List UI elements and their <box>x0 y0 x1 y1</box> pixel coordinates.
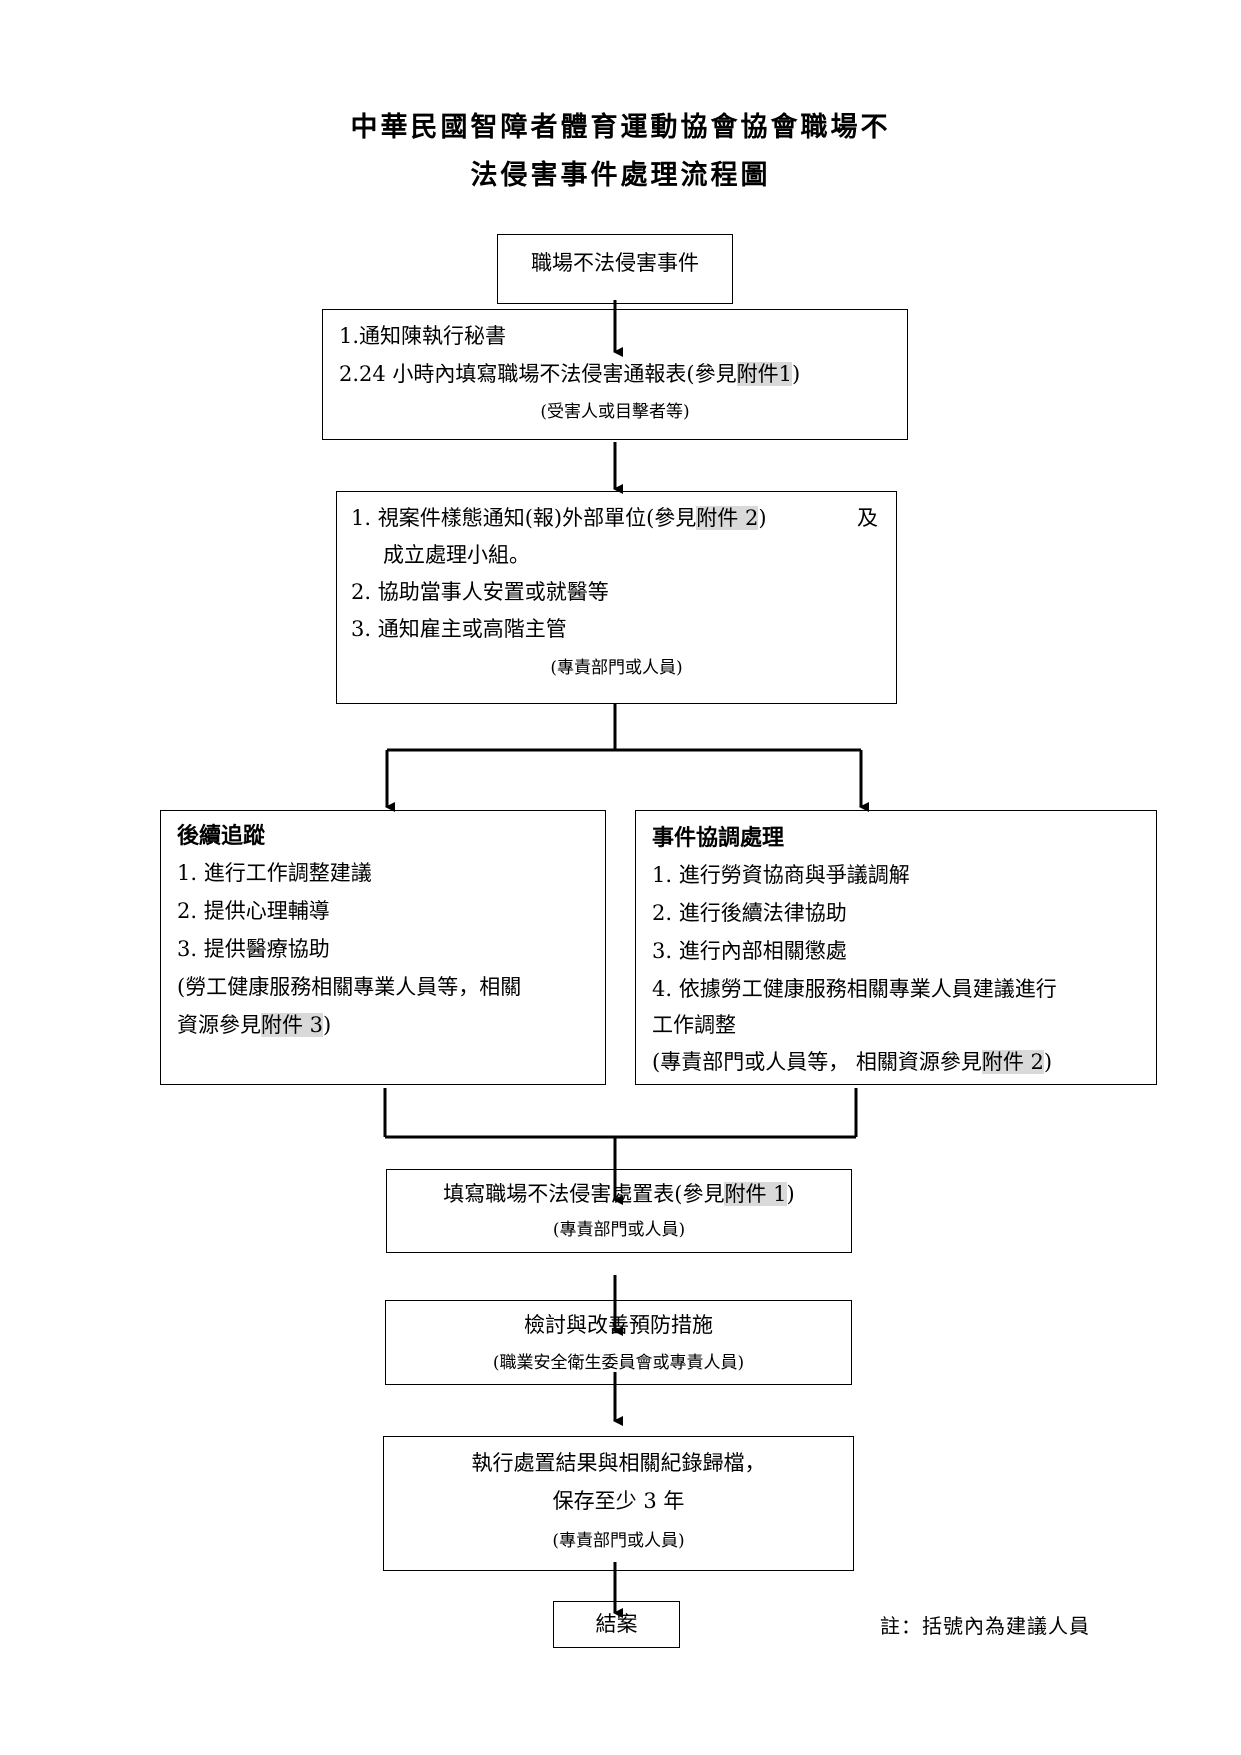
notify-item-1-tail: 及 <box>857 506 878 530</box>
box-notify: 1. 視案件樣態通知(報)外部單位(參見附件 2) 及 成立處理小組。 2. 協… <box>336 491 897 704</box>
coordinate-item-3: 3. 進行內部相關懲處 <box>652 939 847 963</box>
form-note: (專責部門或人員) <box>552 1220 686 1240</box>
coordinate-item-1: 1. 進行勞資協商與爭議調解 <box>652 863 910 887</box>
notify-item-3: 3. 通知雇主或高階主管 <box>351 617 567 641</box>
archive-line-2: 保存至少 3 年 <box>552 1489 685 1513</box>
box-start: 職場不法侵害事件 <box>497 234 733 304</box>
box-form: 填寫職場不法侵害處置表(參見附件 1) (專責部門或人員) <box>386 1169 852 1253</box>
report-item-2: 2.24 小時內填寫職場不法侵害通報表(參見附件1) <box>339 362 801 386</box>
coordinate-item-4: 4. 依據勞工健康服務相關專業人員建議進行 <box>652 977 1057 1001</box>
coordinate-note: (專責部門或人員等， 相關資源參見附件 2) <box>652 1050 1053 1074</box>
attachment-ref: 附件 2 <box>981 1050 1044 1074</box>
page-title-line2: 法侵害事件處理流程圖 <box>470 160 771 191</box>
followup-heading: 後續追蹤 <box>177 824 266 849</box>
attachment-ref: 附件 3 <box>261 1013 324 1037</box>
notify-item-1-cont: 成立處理小組。 <box>383 543 530 567</box>
followup-item-2: 2. 提供心理輔導 <box>177 899 330 923</box>
coordinate-heading: 事件協調處理 <box>652 826 785 851</box>
box-end: 結案 <box>553 1601 680 1648</box>
attachment-ref: 附件 1 <box>724 1182 787 1206</box>
coordinate-item-2: 2. 進行後續法律協助 <box>652 901 847 925</box>
followup-note-1: (勞工健康服務相關專業人員等，相關 <box>177 975 522 999</box>
page-title-line1: 中華民國智障者體育運動協會協會職場不 <box>350 112 891 143</box>
box-coordinate: 事件協調處理 1. 進行勞資協商與爭議調解 2. 進行後續法律協助 3. 進行內… <box>635 810 1157 1085</box>
box-start-label: 職場不法侵害事件 <box>531 251 699 275</box>
box-followup: 後續追蹤 1. 進行工作調整建議 2. 提供心理輔導 3. 提供醫療協助 (勞工… <box>160 810 606 1085</box>
attachment-ref: 附件1 <box>736 362 792 386</box>
archive-line-1: 執行處置結果與相關紀錄歸檔， <box>471 1451 766 1475</box>
coordinate-item-4-cont: 工作調整 <box>652 1013 736 1037</box>
notify-note: (專責部門或人員) <box>550 658 683 678</box>
report-item-1: 1.通知陳執行秘書 <box>339 324 507 348</box>
attachment-ref: 附件 2 <box>696 506 759 530</box>
review-note: (職業安全衛生委員會或專責人員) <box>492 1353 745 1373</box>
box-archive: 執行處置結果與相關紀錄歸檔， 保存至少 3 年 (專責部門或人員) <box>383 1436 854 1571</box>
footnote: 註：括號內為建議人員 <box>880 1614 1090 1638</box>
form-label: 填寫職場不法侵害處置表(參見附件 1) <box>443 1182 795 1206</box>
notify-item-1: 1. 視案件樣態通知(報)外部單位(參見附件 2) <box>351 506 767 530</box>
followup-note-2: 資源參見附件 3) <box>177 1013 332 1037</box>
followup-item-1: 1. 進行工作調整建議 <box>177 861 372 885</box>
report-note: (受害人或目擊者等) <box>540 402 690 422</box>
notify-item-2: 2. 協助當事人安置或就醫等 <box>351 580 609 604</box>
followup-item-3: 3. 提供醫療協助 <box>177 937 330 961</box>
box-review: 檢討與改善預防措施 (職業安全衛生委員會或專責人員) <box>385 1300 852 1385</box>
archive-note: (專責部門或人員) <box>552 1531 685 1551</box>
